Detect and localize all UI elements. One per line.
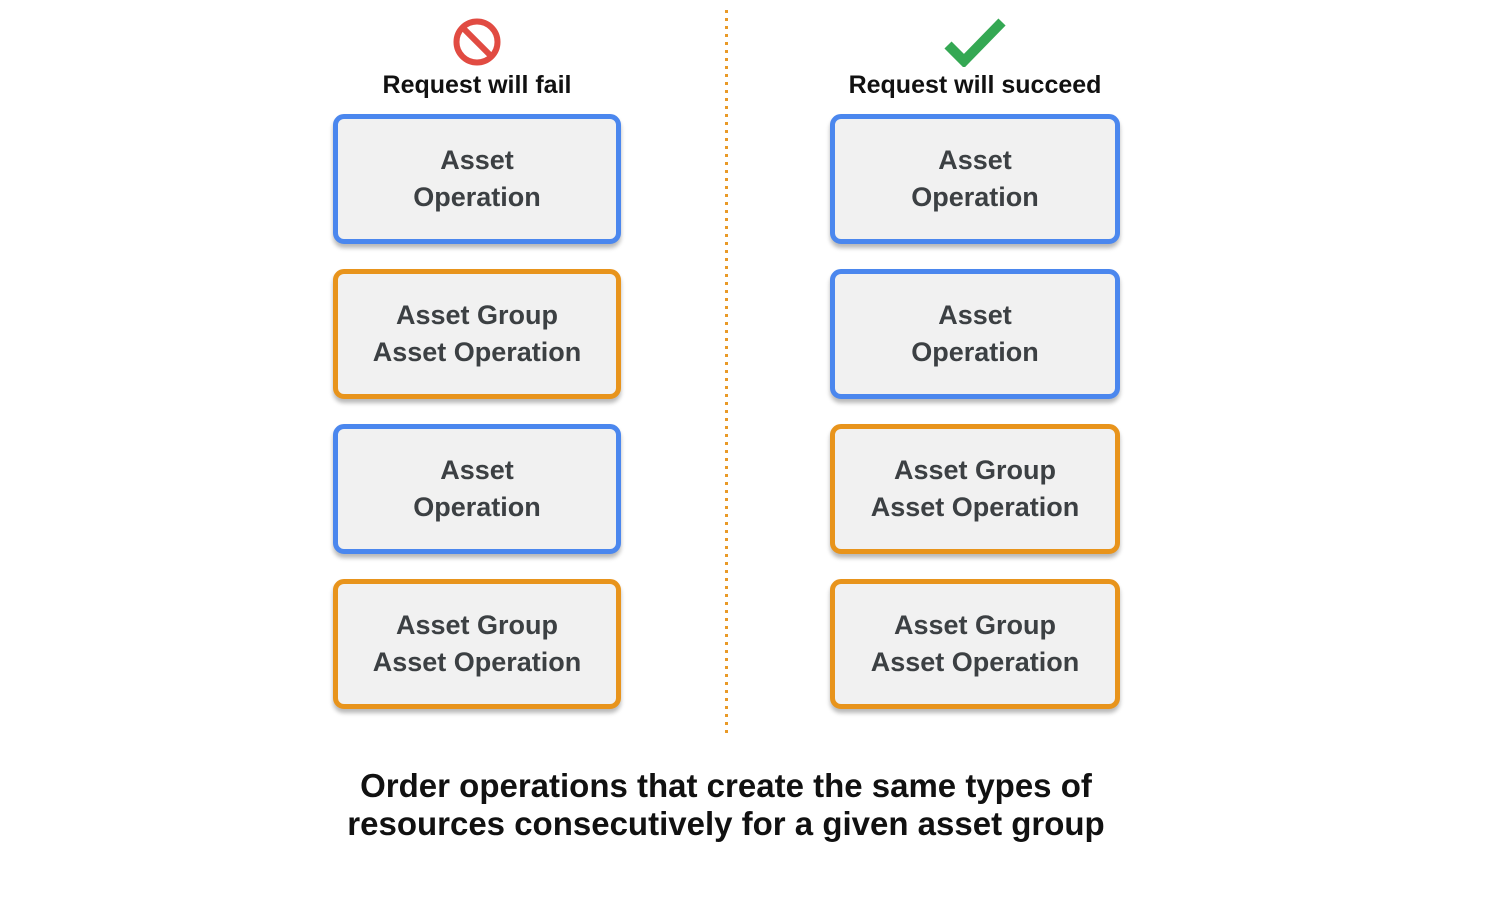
box-label-line: Asset Group xyxy=(893,455,1057,485)
fail-column: Request will fail Asset Operation Asset … xyxy=(333,0,621,709)
succeed-box-list: Asset Operation Asset Operation Asset Gr… xyxy=(830,114,1120,709)
box-label-line: Operation xyxy=(413,492,541,522)
box-label-line: Asset Group xyxy=(395,300,559,330)
box-label-line: Asset xyxy=(938,300,1012,330)
asset-group-asset-operation-box: Asset Group Asset Operation xyxy=(830,579,1120,709)
box-label-line: Asset xyxy=(440,455,514,485)
box-label-line: Operation xyxy=(911,337,1039,367)
asset-operation-box: Asset Operation xyxy=(830,269,1120,399)
caption: Order operations that create the same ty… xyxy=(0,767,1452,843)
prohibition-icon xyxy=(453,16,501,68)
asset-group-asset-operation-box: Asset Group Asset Operation xyxy=(830,424,1120,554)
box-label-line: Asset Operation xyxy=(372,647,582,677)
caption-line-1: Order operations that create the same ty… xyxy=(360,767,1092,804)
succeed-column: Request will succeed Asset Operation Ass… xyxy=(830,0,1120,709)
dotted-divider xyxy=(725,10,728,737)
box-label-line: Asset Operation xyxy=(870,492,1080,522)
box-label-line: Asset Operation xyxy=(372,337,582,367)
asset-operation-box: Asset Operation xyxy=(333,114,621,244)
box-label-line: Operation xyxy=(911,182,1039,212)
asset-group-asset-operation-box: Asset Group Asset Operation xyxy=(333,579,621,709)
box-label-line: Asset xyxy=(440,145,514,175)
caption-line-2: resources consecutively for a given asse… xyxy=(347,805,1105,842)
fail-box-list: Asset Operation Asset Group Asset Operat… xyxy=(333,114,621,709)
box-label-line: Operation xyxy=(413,182,541,212)
box-label-line: Asset Group xyxy=(893,610,1057,640)
succeed-header-label: Request will succeed xyxy=(848,71,1102,99)
asset-operation-box: Asset Operation xyxy=(830,114,1120,244)
asset-operation-box: Asset Operation xyxy=(333,424,621,554)
asset-group-asset-operation-box: Asset Group Asset Operation xyxy=(333,269,621,399)
box-label-line: Asset Operation xyxy=(870,647,1080,677)
box-label-line: Asset Group xyxy=(395,610,559,640)
fail-header-label: Request will fail xyxy=(382,71,572,99)
box-label-line: Asset xyxy=(938,145,1012,175)
checkmark-icon xyxy=(942,16,1008,68)
